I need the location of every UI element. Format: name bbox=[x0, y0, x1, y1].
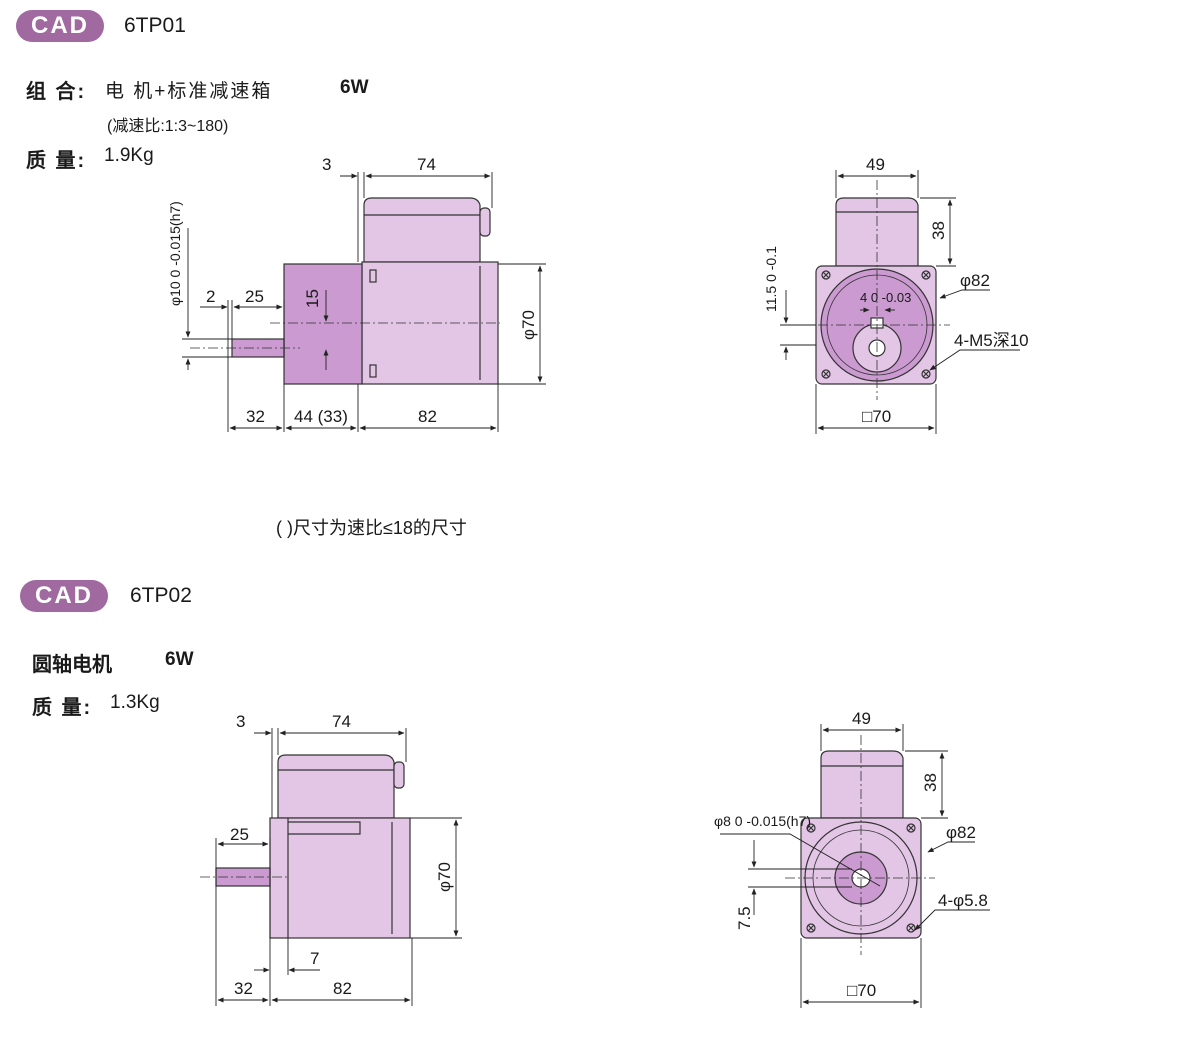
dim2-74: 74 bbox=[332, 712, 351, 731]
dim-key-width: 4 0 -0.03 bbox=[860, 290, 911, 305]
front-dim-labels-6tp01: 49 38 φ82 4 0 -0.03 11.5 0 -0.1 4-M5深10 … bbox=[763, 155, 1029, 426]
cad-badge-1[interactable]: CAD bbox=[16, 10, 104, 42]
dim-phi70: φ70 bbox=[519, 310, 538, 340]
dim2-7-5: 7.5 bbox=[735, 906, 754, 930]
combo-value: 电 机+标准减速箱 bbox=[105, 81, 273, 102]
side-dims-6tp01 bbox=[182, 172, 546, 432]
power-rating-2: 6W bbox=[165, 649, 194, 670]
side-dims-6tp02 bbox=[215, 728, 462, 1006]
footnote: ( )尺寸为速比≤18的尺寸 bbox=[276, 518, 467, 538]
side-view-6tp02 bbox=[200, 754, 411, 939]
ratio-note: (减速比:1:3~180) bbox=[107, 118, 229, 135]
side-dim-labels-6tp01: 3 74 2 25 15 φ10 0 -0.015(h7) φ70 32 44 … bbox=[167, 155, 538, 426]
dim-25: 25 bbox=[245, 287, 264, 306]
dim2-square-70: □70 bbox=[847, 981, 876, 1000]
dim2-7: 7 bbox=[310, 949, 319, 968]
dim-phi82: φ82 bbox=[960, 271, 990, 290]
mass-value-2: 1.3Kg bbox=[110, 692, 160, 713]
side-dim-labels-6tp02: 3 74 25 φ70 7 32 82 bbox=[230, 712, 454, 998]
dim2-82: 82 bbox=[333, 979, 352, 998]
dim-44-33: 44 (33) bbox=[294, 407, 348, 426]
front-dim-labels-6tp02: 49 38 φ8 0 -0.015(h7) φ82 7.5 4-φ5.8 □70 bbox=[714, 709, 988, 1000]
dim-holes: 4-M5深10 bbox=[954, 331, 1029, 350]
dim2-3: 3 bbox=[236, 712, 245, 731]
dim2-32: 32 bbox=[234, 979, 253, 998]
dim2-38: 38 bbox=[921, 773, 940, 792]
dim2-phi70: φ70 bbox=[435, 862, 454, 892]
dim-3: 3 bbox=[322, 155, 331, 174]
dim-38: 38 bbox=[929, 221, 948, 240]
dim2-shaft-dia: φ8 0 -0.015(h7) bbox=[714, 813, 811, 829]
power-rating-1: 6W bbox=[340, 77, 369, 98]
dim2-holes: 4-φ5.8 bbox=[938, 891, 988, 910]
dim2-49: 49 bbox=[852, 709, 871, 728]
mass-label-1: 质 量: bbox=[26, 150, 87, 172]
model-number-1: 6TP01 bbox=[124, 14, 186, 37]
side-view-6tp01 bbox=[190, 197, 500, 385]
mass-label-2: 质 量: bbox=[32, 697, 93, 719]
mass-value-1: 1.9Kg bbox=[104, 145, 154, 166]
model-number-2: 6TP02 bbox=[130, 584, 192, 607]
dim2-25: 25 bbox=[230, 825, 249, 844]
dim-82: 82 bbox=[418, 407, 437, 426]
combo-label: 组 合: bbox=[26, 81, 87, 103]
dim-32: 32 bbox=[246, 407, 265, 426]
dim-11-5: 11.5 0 -0.1 bbox=[763, 246, 779, 312]
cad-badge-2[interactable]: CAD bbox=[20, 580, 108, 612]
front-view-6tp01 bbox=[800, 180, 950, 400]
dim-2: 2 bbox=[206, 287, 215, 306]
front-dims-6tp02 bbox=[720, 724, 990, 1008]
dim-square-70: □70 bbox=[862, 407, 891, 426]
dim-49: 49 bbox=[866, 155, 885, 174]
dim2-phi82: φ82 bbox=[946, 823, 976, 842]
dim-74: 74 bbox=[417, 155, 436, 174]
motor-title-2: 圆轴电机 bbox=[32, 654, 112, 676]
front-view-6tp02 bbox=[785, 735, 935, 955]
dim-15: 15 bbox=[303, 289, 322, 308]
dim-shaft-dia: φ10 0 -0.015(h7) bbox=[167, 201, 183, 306]
front-dims-6tp01 bbox=[780, 170, 1020, 434]
